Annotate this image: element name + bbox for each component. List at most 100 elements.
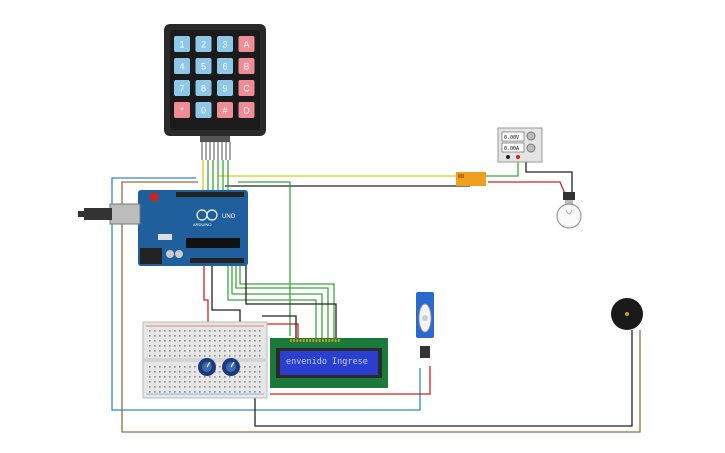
keypad-key-A[interactable]: A <box>238 36 255 52</box>
keypad-key-hash[interactable]: # <box>217 102 233 118</box>
keypad-key-label: 3 <box>222 40 227 50</box>
wire-black-lamp2 <box>525 160 573 194</box>
buzzer-center <box>625 312 629 316</box>
arduino-brand-label: ARDUINO <box>193 222 211 227</box>
wire-black-3 <box>262 315 297 340</box>
keypad-key-2[interactable]: 2 <box>195 36 212 52</box>
wire-black-2 <box>211 265 241 330</box>
keypad-key-label: 6 <box>222 62 227 72</box>
keypad-key-label: 8 <box>201 84 206 94</box>
wire-green-1 <box>238 181 291 336</box>
capacitor-1 <box>166 250 174 258</box>
keypad-face <box>170 30 260 130</box>
keypad-key-9[interactable]: 9 <box>217 80 233 96</box>
lcd-text: envenido Ingrese <box>286 357 368 367</box>
lcd-module[interactable]: envenido Ingrese <box>270 338 388 388</box>
wire-brown-outer <box>121 181 641 433</box>
arduino-model-label: UNO <box>222 214 236 220</box>
wire-red-lamp <box>488 181 567 197</box>
potentiometer-1[interactable] <box>198 358 216 376</box>
piezo-buzzer[interactable] <box>611 298 643 330</box>
capacitor-2 <box>175 250 183 258</box>
keypad-keys: 1 2 3 A 4 5 6 B 7 8 9 C * 0 # D <box>174 36 255 118</box>
keypad-key-label: 0 <box>201 106 206 116</box>
keypad-key-label: * <box>180 106 184 116</box>
keypad-key-label: 7 <box>179 84 184 94</box>
light-bulb[interactable] <box>556 192 582 229</box>
wire-black-lcd <box>245 265 337 338</box>
usb-port <box>109 203 141 225</box>
current-knob[interactable] <box>526 143 536 153</box>
lcd-pins <box>290 339 340 342</box>
crystal <box>158 234 172 240</box>
atmega-chip <box>186 238 240 248</box>
potentiometer-2[interactable] <box>222 358 240 376</box>
servo-motor[interactable] <box>416 292 434 358</box>
keypad-pins <box>201 142 231 160</box>
bulb-socket <box>563 192 575 200</box>
bulb-base <box>565 200 573 205</box>
lcd-screen <box>280 351 378 375</box>
keypad-key-6[interactable]: 6 <box>217 58 233 74</box>
voltage-display <box>501 131 525 142</box>
voltage-knob[interactable] <box>526 131 536 141</box>
breadboard[interactable] <box>142 321 268 399</box>
keypad-key-B[interactable]: B <box>238 58 255 74</box>
keypad-key-label: 5 <box>201 62 206 72</box>
keypad-key-D[interactable]: D <box>238 102 255 118</box>
digital-header <box>176 192 244 197</box>
arduino-logo-right <box>206 209 218 221</box>
positive-terminal <box>516 155 520 159</box>
wire-black-buzzer <box>254 330 633 427</box>
wire-green-ps <box>485 160 519 177</box>
keypad-key-star[interactable]: * <box>174 102 190 118</box>
keypad-key-5[interactable]: 5 <box>195 58 212 74</box>
usb-cable <box>84 208 112 220</box>
current-display <box>501 142 525 153</box>
wire-red-1 <box>203 265 209 328</box>
keypad-key-4[interactable]: 4 <box>174 58 190 74</box>
keypad-key-label: B <box>243 62 249 72</box>
power-jack <box>140 248 162 264</box>
wire-green-3 <box>231 265 323 338</box>
keypad-key-1[interactable]: 1 <box>174 36 190 52</box>
voltage-readout: 0.00V <box>504 135 519 141</box>
keypad-key-3[interactable]: 3 <box>217 36 233 52</box>
wire-blue-outer <box>111 177 421 411</box>
keypad-key-label: 2 <box>201 40 206 50</box>
wire-red-servo <box>270 366 431 395</box>
keypad-key-label: 9 <box>222 84 227 94</box>
keypad-key-label: 1 <box>179 40 184 50</box>
bulb-filament <box>565 209 573 215</box>
arduino-board[interactable]: UNO ARDUINO <box>78 190 248 266</box>
current-readout: 0.00A <box>504 146 519 152</box>
keypad-key-label: D <box>243 106 250 116</box>
keypad-connector <box>200 136 230 142</box>
keypad-key-label: C <box>243 84 250 94</box>
wire-green-5 <box>239 265 335 338</box>
wire-green-2 <box>227 265 317 338</box>
bulb-glass <box>556 203 582 229</box>
keypad-key-8[interactable]: 8 <box>195 80 212 96</box>
wire-red-2 <box>258 323 299 338</box>
keypad-key-C[interactable]: C <box>238 80 255 96</box>
reset-button[interactable] <box>150 193 158 201</box>
keypad-key-label: A <box>243 40 249 50</box>
servo-shaft <box>422 315 428 321</box>
relay-terminal <box>458 174 464 178</box>
keypad[interactable]: 1 2 3 A 4 5 6 B 7 8 9 C * 0 # D <box>164 24 266 160</box>
analog-header <box>190 258 244 263</box>
keypad-key-7[interactable]: 7 <box>174 80 190 96</box>
power-supply[interactable]: 0.00V 0.00A <box>497 127 543 163</box>
keypad-key-0[interactable]: 0 <box>195 102 212 118</box>
keypad-key-label: 4 <box>179 62 184 72</box>
keypad-key-label: # <box>222 106 227 116</box>
wires <box>111 160 641 433</box>
wire-green-4 <box>235 265 329 338</box>
negative-terminal <box>506 155 510 159</box>
servo-connector <box>420 346 430 358</box>
relay-module[interactable] <box>456 172 486 186</box>
usb-cable-end <box>78 211 86 217</box>
